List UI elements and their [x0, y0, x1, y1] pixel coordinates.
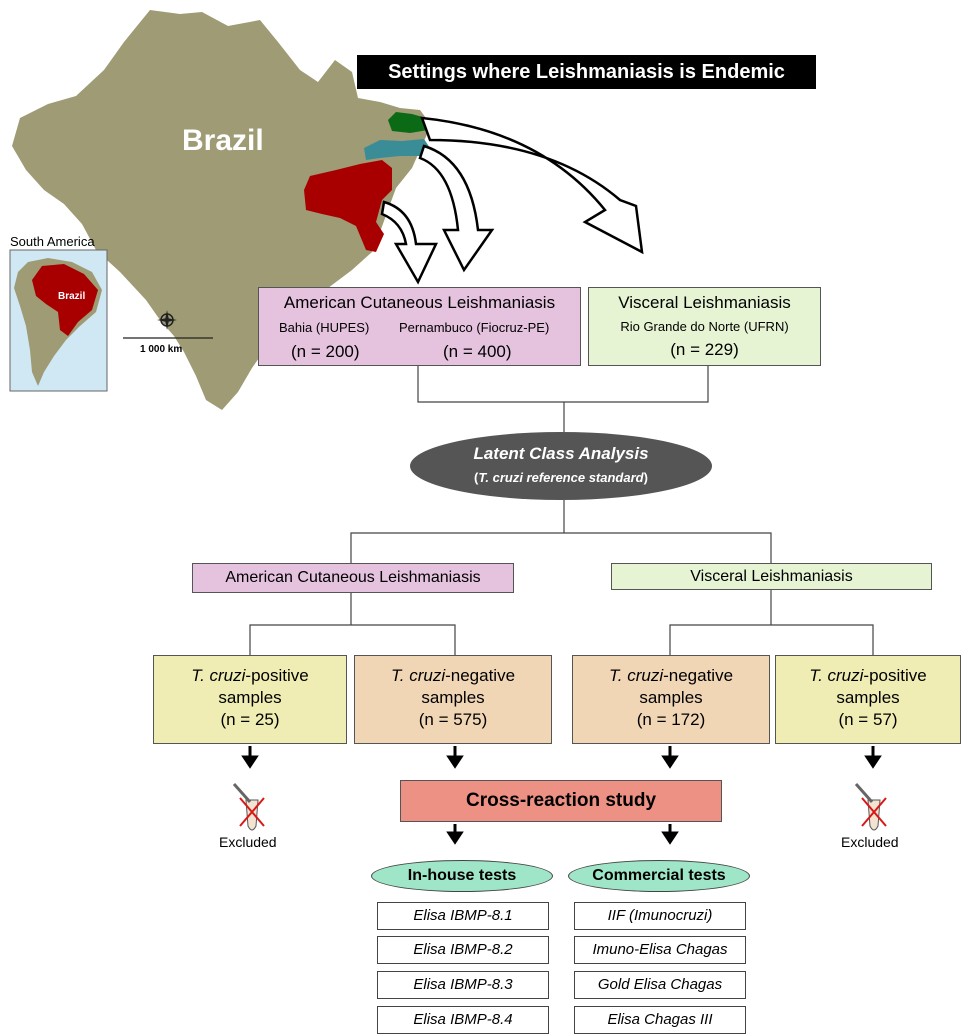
bahia-region — [304, 160, 392, 252]
arrow-to-rio-grande — [420, 116, 644, 255]
acl-n-bahia: (n = 200) — [291, 342, 360, 361]
excluded-label: Excluded — [219, 834, 277, 850]
acl-settings-box: American Cutaneous Leishmaniasis Bahia (… — [258, 287, 581, 366]
inhouse-tests-header: In-house tests — [371, 860, 553, 892]
brazil-map — [12, 10, 428, 410]
compass-icon — [157, 310, 177, 330]
acl-title: American Cutaneous Leishmaniasis — [283, 293, 556, 312]
lca-title: Latent Class Analysis — [473, 444, 649, 463]
arrow-to-pernambuco — [418, 144, 495, 273]
commercial-test-item: IIF (Imunocruzi) — [574, 902, 746, 930]
vl-group-box: Visceral Leishmaniasis — [611, 563, 932, 590]
arrow-to-bahia — [380, 200, 438, 285]
acl-negative-samples-box: T. cruzi-negative samples (n = 575) — [354, 655, 552, 744]
excluded-tube-icon — [232, 783, 265, 831]
inhouse-test-item: Elisa IBMP-8.1 — [377, 902, 549, 930]
acl-site-pernambuco: Pernambuco (Fiocruz-PE) — [399, 320, 550, 335]
acl-positive-samples-box: T. cruzi-positive samples (n = 25) — [153, 655, 347, 744]
down-arrows — [241, 746, 882, 845]
excluded-label: Excluded — [841, 834, 899, 850]
vl-negative-samples-box: T. cruzi-negative samples (n = 172) — [572, 655, 770, 744]
lca-subtitle: (T. cruzi reference standard) — [474, 470, 648, 485]
acl-n-pernambuco: (n = 400) — [443, 342, 512, 361]
latent-class-analysis-node: Latent Class Analysis (T. cruzi referenc… — [410, 432, 712, 500]
vl-n: (n = 229) — [670, 340, 739, 359]
excluded-tube-icon — [854, 783, 887, 831]
inhouse-test-item: Elisa IBMP-8.3 — [377, 971, 549, 999]
connector-lines — [249, 366, 874, 655]
vl-site: Rio Grande do Norte (UFRN) — [620, 319, 789, 334]
vl-settings-box: Visceral Leishmaniasis Rio Grande do Nor… — [588, 287, 821, 366]
scale-label: 1 000 km — [140, 344, 183, 355]
map-country-label: Brazil — [182, 124, 264, 157]
cross-reaction-study-box: Cross-reaction study — [400, 780, 722, 822]
page-title: Settings where Leishmaniasis is Endemic — [357, 55, 816, 89]
vl-positive-samples-box: T. cruzi-positive samples (n = 57) — [775, 655, 961, 744]
inset-country-label: Brazil — [58, 291, 86, 302]
inset-title: South America — [10, 234, 95, 249]
inhouse-test-item: Elisa IBMP-8.2 — [377, 936, 549, 964]
acl-site-bahia: Bahia (HUPES) — [279, 320, 370, 335]
commercial-test-item: Gold Elisa Chagas — [574, 971, 746, 999]
inset-brazil-shape — [32, 264, 98, 336]
inhouse-test-item: Elisa IBMP-8.4 — [377, 1006, 549, 1034]
vl-title: Visceral Leishmaniasis — [618, 293, 791, 312]
acl-group-box: American Cutaneous Leishmaniasis — [192, 563, 514, 593]
commercial-tests-header: Commercial tests — [568, 860, 750, 892]
commercial-test-item: Imuno-Elisa Chagas — [574, 936, 746, 964]
rio-grande-do-norte-region — [388, 112, 428, 133]
pernambuco-region — [364, 139, 430, 160]
commercial-test-item: Elisa Chagas III — [574, 1006, 746, 1034]
